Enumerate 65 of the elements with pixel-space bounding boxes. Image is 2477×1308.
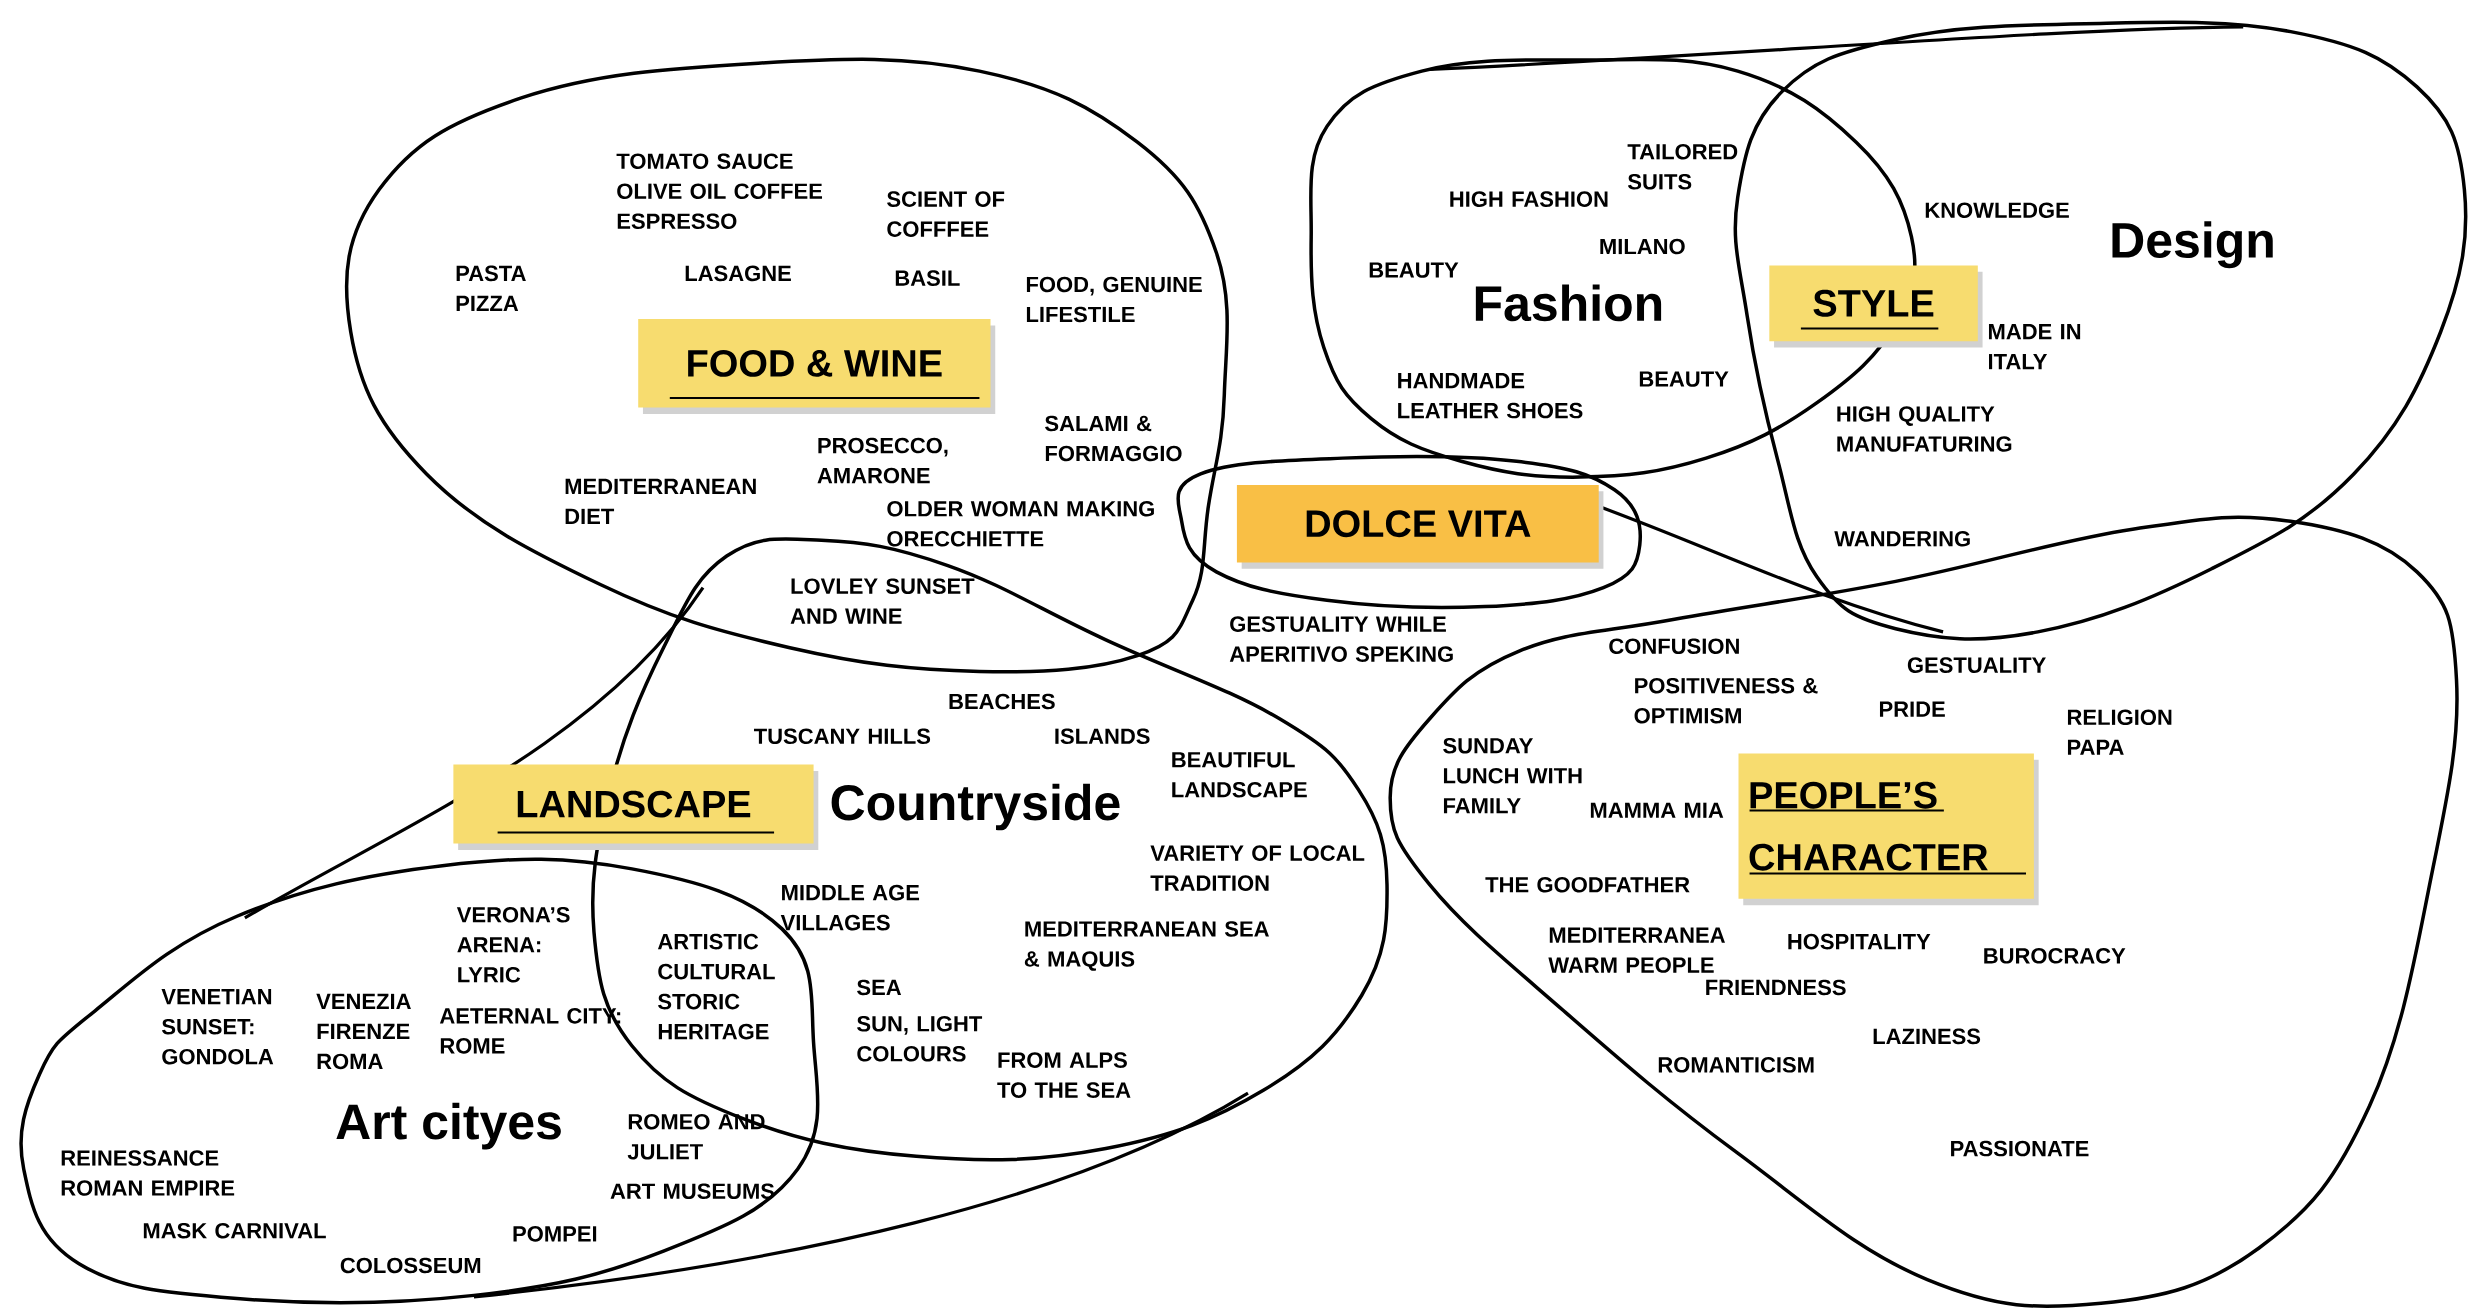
cluster-heading: Design (2112, 221, 2273, 269)
item-text: PROSECCO, AMARONE (817, 437, 948, 484)
item-text: REINESSANCE ROMAN EMPIRE (61, 1150, 235, 1196)
item-text: TUSCANY HILLS (754, 728, 931, 745)
item-text: PASTA PIZZA (456, 265, 526, 311)
item-text: VENETIAN SUNSET: GONDOLA (161, 989, 274, 1065)
item-text: MEDITERRANEA WARM PEOPLE (1548, 927, 1725, 973)
item-text: FROM ALPS TO THE SEA (997, 1052, 1131, 1098)
cluster-heading: Countryside (831, 783, 1120, 831)
item-text: VENEZIA FIRENZE ROMA (316, 993, 411, 1070)
item-text: LAZINESS (1873, 1028, 1981, 1045)
item-text: VARIETY OF LOCAL TRADITION (1150, 845, 1365, 891)
sticky-note: LANDSCAPE (453, 764, 819, 850)
sticky-note: STYLE (1769, 265, 1983, 348)
item-text: ISLANDS (1055, 728, 1150, 745)
item-text: MILANO (1600, 238, 1685, 255)
item-text: BASIL (895, 270, 960, 286)
item-text: PASSIONATE (1951, 1140, 2089, 1157)
item-text: POMPEI (513, 1226, 597, 1242)
item-text: LASAGNE (685, 265, 791, 282)
item-text: COLOSSEUM (340, 1257, 481, 1274)
item-text: TOMATO SAUCE OLIVE OIL COFFEE ESPRESSO (616, 153, 822, 229)
item-text: ROMANTICISM (1658, 1057, 1814, 1073)
sticky-note: PEOPLE’S CHARACTER (1738, 753, 2039, 906)
item-text: BEAUTY (1369, 262, 1459, 278)
item-text: MIDDLE AGE VILLAGES (780, 884, 920, 931)
item-text: SUN, LIGHT COLOURS (857, 1015, 983, 1062)
item-text: WANDERING (1834, 531, 1970, 547)
item-text: OLDER WOMAN MAKING ORECCHIETTE (887, 501, 1154, 547)
item-text: HANDMADE LEATHER SHOES (1398, 373, 1583, 419)
item-text: VERONA’S ARENA: LYRIC (456, 906, 570, 983)
item-text: HOSPITALITY (1788, 933, 1931, 950)
item-text: GESTUALITY WHILE APERITIVO SPEKING (1229, 616, 1453, 662)
item-text: GESTUALITY (1907, 657, 2046, 673)
item-text: LOVLEY SUNSET AND WINE (790, 578, 975, 624)
item-text: SCIENT OF COFFFEE (887, 191, 1005, 237)
item-text: BEAUTY (1639, 371, 1729, 387)
item-text: POSITIVENESS & OPTIMISM (1634, 677, 1818, 724)
item-text: MEDITERRANEAN DIET (565, 478, 756, 524)
item-text: BUROCRACY (1984, 948, 2126, 964)
item-text: MEDITERRANEAN SEA & MAQUIS (1024, 921, 1269, 971)
item-text: HIGH QUALITY MANUFATURING (1837, 406, 2012, 452)
item-text: PRIDE (1879, 701, 1945, 717)
item-text: SALAMI & FORMAGGIO (1045, 415, 1182, 462)
item-text: SUNDAY LUNCH WITH FAMILY (1443, 737, 1582, 814)
item-text: MADE IN ITALY (1988, 324, 2081, 370)
item-text: BEACHES (949, 693, 1055, 710)
item-text: FRIENDNESS (1706, 979, 1846, 996)
item-text: CONFUSION (1609, 638, 1739, 654)
item-text: FOOD, GENUINE LIFESTILE (1026, 276, 1202, 323)
sticky-note: FOOD & WINE (638, 319, 996, 414)
item-text: ART MUSEUMS (610, 1183, 775, 1199)
item-text: KNOWLEDGE (1925, 202, 2069, 218)
item-text: ARTISTIC CULTURAL STORIC HERITAGE (657, 933, 775, 1040)
cluster-heading: Art cityes (336, 1102, 561, 1150)
item-text: RELIGION PAPA (2067, 709, 2172, 755)
item-text: TAILORED SUITS (1627, 143, 1738, 190)
item-text: THE GOODFATHER (1485, 876, 1690, 893)
item-text: HIGH FASHION (1450, 191, 1608, 207)
item-text: MASK CARNIVAL (143, 1222, 326, 1239)
cluster-heading: Fashion (1475, 284, 1662, 322)
item-text: MAMMA MIA (1590, 802, 1724, 818)
item-text: BEAUTIFUL LANDSCAPE (1172, 752, 1307, 798)
sticky-note: DOLCE VITA (1236, 485, 1604, 569)
item-text: SEA (857, 979, 902, 996)
